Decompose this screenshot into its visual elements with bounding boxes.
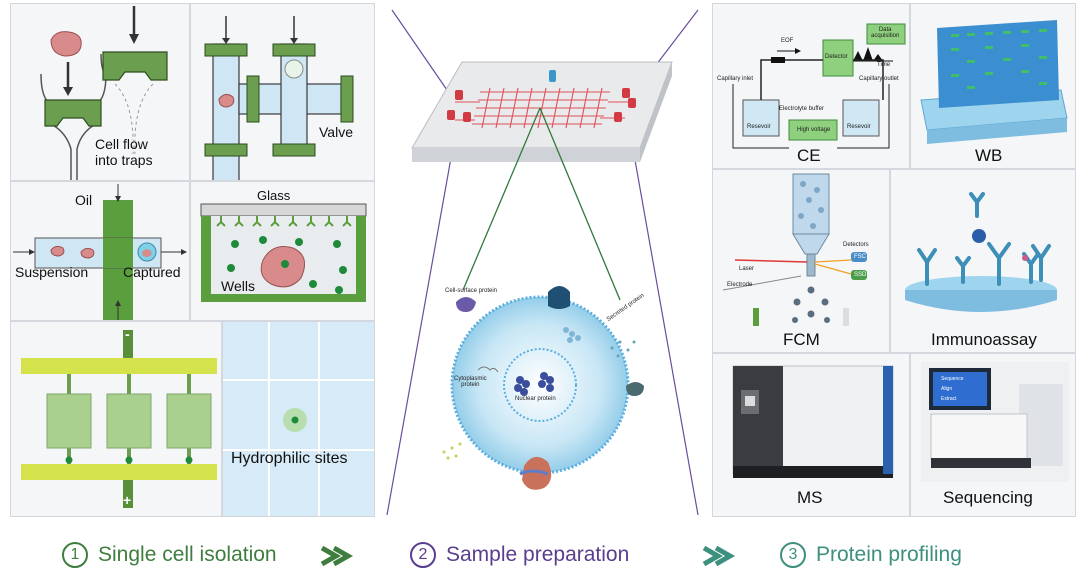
ce-label: CE bbox=[797, 146, 821, 165]
step-1: 1 Single cell isolation bbox=[62, 540, 277, 570]
panel-ms: MS bbox=[712, 353, 910, 517]
electrode-diagram bbox=[21, 330, 217, 508]
step-1-number: 1 bbox=[62, 542, 88, 568]
panel-wells: Glass Wells bbox=[190, 181, 375, 321]
electrode-plus: + bbox=[123, 492, 132, 508]
wb-diagram bbox=[920, 20, 1068, 144]
traps-diagram bbox=[40, 6, 168, 180]
immuno-label: Immunoassay bbox=[931, 330, 1037, 349]
fcm-label: FCM bbox=[783, 330, 820, 349]
fcm-laser: Laser bbox=[739, 266, 755, 272]
ce-detector: Detector bbox=[825, 54, 848, 60]
ce-time: Time bbox=[877, 62, 891, 68]
electrode-minus: - bbox=[125, 326, 130, 342]
step-2-label: Sample preparation bbox=[446, 543, 630, 566]
seq-screen-3: Extract bbox=[941, 396, 957, 402]
step-2: 2 Sample preparation bbox=[410, 540, 629, 570]
ce-eof: EOF bbox=[781, 38, 794, 44]
immuno-diagram bbox=[905, 192, 1057, 312]
seq-screen-1: Sequence bbox=[941, 376, 964, 382]
ce-reservoir-left: Resevoir bbox=[747, 124, 771, 130]
fcm-ssd: SSD bbox=[854, 272, 867, 278]
step-3: 3 Protein profiling bbox=[780, 540, 962, 570]
panel-valve: Valve bbox=[190, 3, 375, 181]
ms-diagram bbox=[732, 365, 894, 478]
nuclear-label: Nuclear protein bbox=[515, 396, 556, 402]
panel-hydrophilic: Hydrophilic sites bbox=[222, 321, 375, 517]
fcm-detectors: Detectors bbox=[843, 242, 869, 248]
step-2-number: 2 bbox=[410, 542, 436, 568]
valve-diagram bbox=[204, 16, 354, 180]
seq-label: Sequencing bbox=[943, 488, 1033, 507]
suspension-label: Suspension bbox=[15, 264, 89, 280]
step-3-label: Protein profiling bbox=[816, 543, 962, 566]
hydrophilic-label: Hydrophilic sites bbox=[231, 450, 348, 467]
oil-label: Oil bbox=[75, 192, 93, 208]
seq-screen-2: Align bbox=[941, 386, 953, 392]
panel-immuno: Immunoassay bbox=[890, 169, 1076, 353]
panel-wb: WB bbox=[910, 3, 1076, 169]
ce-diagram bbox=[732, 23, 906, 149]
panel-ce: EOF Data acquisition Time Capillary inle… bbox=[712, 3, 910, 169]
panel-fcm: Laser Detectors FSC SSD Electrode FCM bbox=[712, 169, 890, 353]
ce-electrolyte: Electrolyte buffer bbox=[779, 106, 824, 112]
panel-cell-traps: Cell flow into traps bbox=[10, 3, 190, 181]
panel-electrodes: - + bbox=[10, 321, 222, 517]
wells-label: Wells bbox=[221, 278, 255, 294]
seq-diagram bbox=[921, 362, 1069, 482]
glass-label: Glass bbox=[257, 188, 291, 203]
ce-data-acq: Data acquisition bbox=[871, 27, 900, 39]
step-1-label: Single cell isolation bbox=[98, 543, 277, 566]
ce-capillary-outlet: Capillary outlet bbox=[859, 76, 899, 82]
ms-label: MS bbox=[797, 488, 823, 507]
fcm-electrode: Electrode bbox=[727, 282, 753, 288]
cell-surface-label: Cell-surface protein bbox=[445, 288, 498, 294]
traps-label: Cell flow into traps bbox=[95, 136, 153, 168]
fcm-fsc: FSC bbox=[854, 254, 866, 260]
step-3-number: 3 bbox=[780, 542, 806, 568]
captured-label: Captured bbox=[123, 264, 181, 280]
valve-label: Valve bbox=[319, 124, 353, 140]
ce-high-voltage: High voltage bbox=[797, 127, 831, 133]
panel-oil-capture: Oil Suspension Captured bbox=[10, 181, 190, 321]
ce-capillary-inlet: Capillary inlet bbox=[717, 76, 754, 82]
oil-diagram bbox=[13, 184, 187, 320]
fcm-diagram bbox=[722, 173, 867, 326]
wells-diagram bbox=[200, 203, 367, 302]
wb-label: WB bbox=[975, 146, 1003, 165]
panel-seq: Sequence Align Extract Sequencing bbox=[910, 353, 1076, 517]
hydrophilic-grid bbox=[223, 322, 374, 516]
cytoplasmic-label: Cytoplasmic protein bbox=[454, 376, 487, 388]
ce-reservoir-right: Resevoir bbox=[847, 124, 871, 130]
